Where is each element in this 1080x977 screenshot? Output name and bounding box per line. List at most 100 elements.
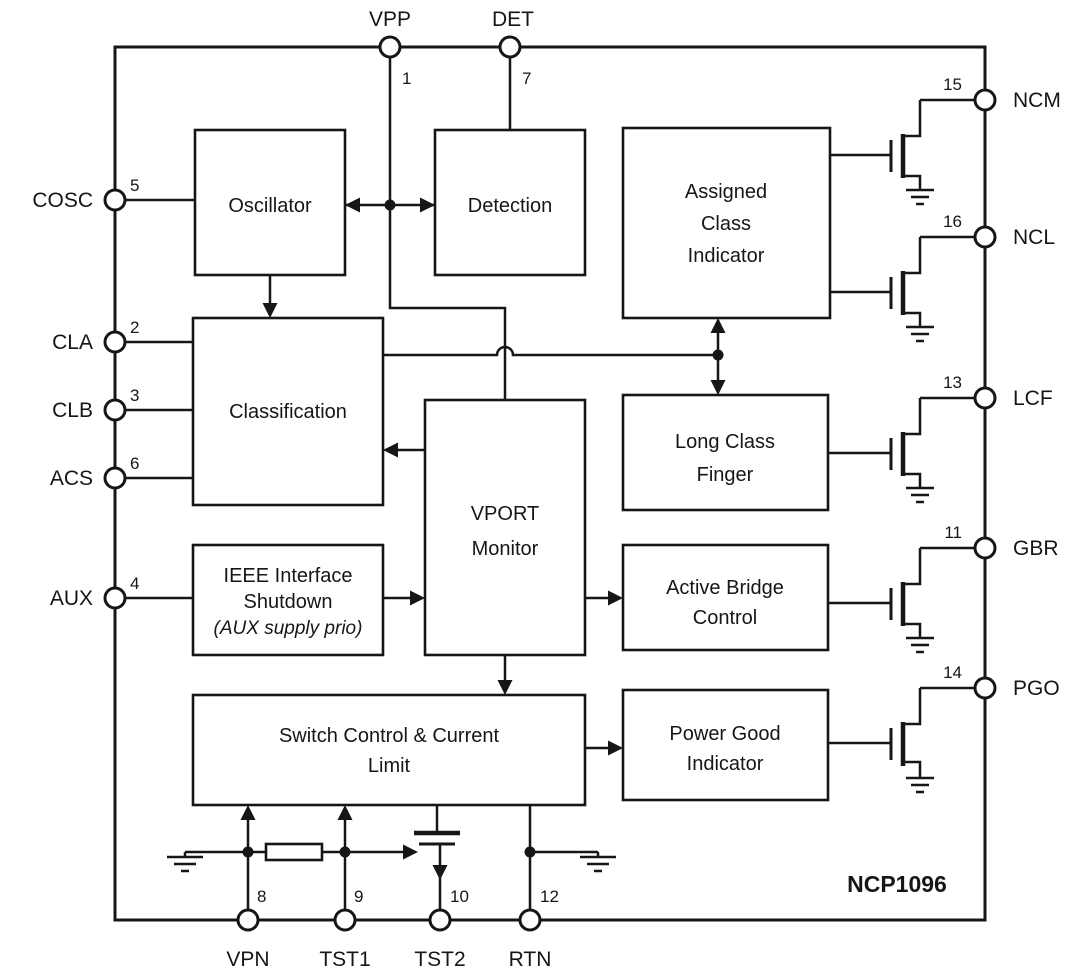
pin-rtn	[518, 908, 542, 932]
pin-number-ncl: 16	[943, 212, 962, 231]
test-mosfet-symbol	[414, 805, 460, 846]
pin-tst1	[333, 908, 357, 932]
block-detection-label: Detection	[468, 195, 553, 217]
pin-clb	[103, 398, 127, 422]
pin-label-lcf: LCF	[1013, 387, 1053, 410]
pin-number-det: 7	[522, 69, 531, 88]
block-detection	[433, 128, 587, 277]
pin-number-cla: 2	[130, 318, 139, 337]
pin-circles-group	[103, 35, 997, 932]
arrowheads-group	[240, 197, 726, 880]
arrowhead-sccl-to-pgi	[608, 740, 623, 756]
pin-number-pgo: 14	[943, 663, 962, 682]
pin-number-acs: 6	[130, 454, 139, 473]
pin-number-tst1: 9	[354, 887, 363, 906]
pin-label-pgo: PGO	[1013, 677, 1060, 700]
wire-vpp-to-vport	[388, 205, 507, 400]
pin-number-cosc: 5	[130, 176, 139, 195]
block-sccl-line2: Limit	[368, 755, 411, 777]
arrowhead-vport-to-sccl	[497, 680, 513, 695]
block-power-good-indicator	[621, 688, 830, 802]
pin-aux	[103, 586, 127, 610]
ground-symbol-ncl	[906, 325, 934, 343]
block-abc-line2: Control	[693, 607, 757, 629]
arrowhead-tst2-down	[432, 865, 448, 880]
junction-rtn-ground	[524, 846, 536, 858]
pin-label-ncm: NCM	[1013, 89, 1061, 112]
ground-symbol-left	[167, 855, 203, 873]
block-pgi-line1: Power Good	[669, 723, 780, 745]
block-assigned-class-indicator	[621, 126, 832, 320]
block-aci-line2: Class	[701, 213, 751, 235]
block-aci-line3: Indicator	[688, 245, 765, 267]
block-ieee-line1: IEEE Interface	[224, 565, 353, 587]
mosfet-ncm	[830, 98, 985, 206]
ground-symbol-lcf	[906, 486, 934, 504]
arrowhead-into-aci	[710, 318, 726, 333]
mosfet-lcf	[828, 396, 985, 504]
junction-vpp-oscdet	[384, 199, 396, 211]
block-classification-label: Classification	[229, 401, 347, 423]
arrowhead-rail-to-testmosfet	[403, 844, 418, 860]
pin-number-lcf: 13	[943, 373, 962, 392]
wire-classification-classindicator-with-hop	[383, 345, 718, 357]
pin-label-tst1: TST1	[319, 948, 370, 971]
block-active-bridge-control	[621, 543, 830, 652]
pin-vpp	[378, 35, 402, 59]
pin-label-gbr: GBR	[1013, 537, 1059, 560]
junction-tst1-rail	[339, 846, 351, 858]
block-vport-line1: VPORT	[471, 503, 540, 525]
pin-label-rtn: RTN	[509, 948, 552, 971]
pin-number-tst2: 10	[450, 887, 469, 906]
block-abc-line1: Active Bridge	[666, 577, 784, 599]
blocks-group: Oscillator Detection Assigned Class Indi…	[191, 126, 832, 807]
pin-number-clb: 3	[130, 386, 139, 405]
arrowhead-vport-to-classification	[383, 442, 398, 458]
pin-cosc	[103, 188, 127, 212]
pin-label-det: DET	[492, 8, 534, 31]
pin-acs	[103, 466, 127, 490]
block-sccl-line1: Switch Control & Current	[279, 725, 500, 747]
pin-ncm	[973, 88, 997, 112]
pin-number-rtn: 12	[540, 887, 559, 906]
block-switch-control-current-limit	[191, 693, 587, 807]
pin-pgo	[973, 676, 997, 700]
pin-vpn	[236, 908, 260, 932]
ground-symbol-right	[580, 855, 616, 873]
block-aci-line1: Assigned	[685, 181, 767, 203]
block-ieee-line2: Shutdown	[244, 591, 333, 613]
pin-lcf	[973, 386, 997, 410]
pin-number-vpp: 1	[402, 69, 411, 88]
pin-label-vpn: VPN	[226, 948, 269, 971]
block-oscillator-label: Oscillator	[228, 195, 312, 217]
pin-number-vpn: 8	[257, 887, 266, 906]
mosfet-gbr	[828, 546, 985, 654]
bottom-circuitry	[167, 805, 616, 910]
arrowhead-vpn-into-sccl	[240, 805, 256, 820]
pin-label-aux: AUX	[50, 587, 93, 610]
arrowhead-vport-to-abc	[608, 590, 623, 606]
pin-label-cla: CLA	[52, 331, 93, 354]
block-long-class-finger	[621, 393, 830, 512]
arrowhead-into-oscillator	[345, 197, 360, 213]
arrowhead-osc-to-classification	[262, 303, 278, 318]
arrowhead-into-lcf-block	[710, 380, 726, 395]
junction-vpn-rail	[242, 846, 254, 858]
junction-dots-group	[242, 199, 724, 858]
pin-label-acs: ACS	[50, 467, 93, 490]
block-ieee-interface-shutdown	[191, 543, 385, 657]
junction-classification-aci	[712, 349, 724, 361]
pin-tst2	[428, 908, 452, 932]
pin-gbr	[973, 536, 997, 560]
block-ieee-line3: (AUX supply prio)	[214, 618, 363, 639]
pin-label-tst2: TST2	[414, 948, 465, 971]
block-vport-monitor	[423, 398, 587, 657]
mosfet-ncl	[830, 235, 985, 343]
arrowhead-ieee-to-vport	[410, 590, 425, 606]
pin-cla	[103, 330, 127, 354]
block-classification	[191, 316, 385, 507]
pin-number-aux: 4	[130, 574, 139, 593]
ground-symbol-gbr	[906, 636, 934, 654]
